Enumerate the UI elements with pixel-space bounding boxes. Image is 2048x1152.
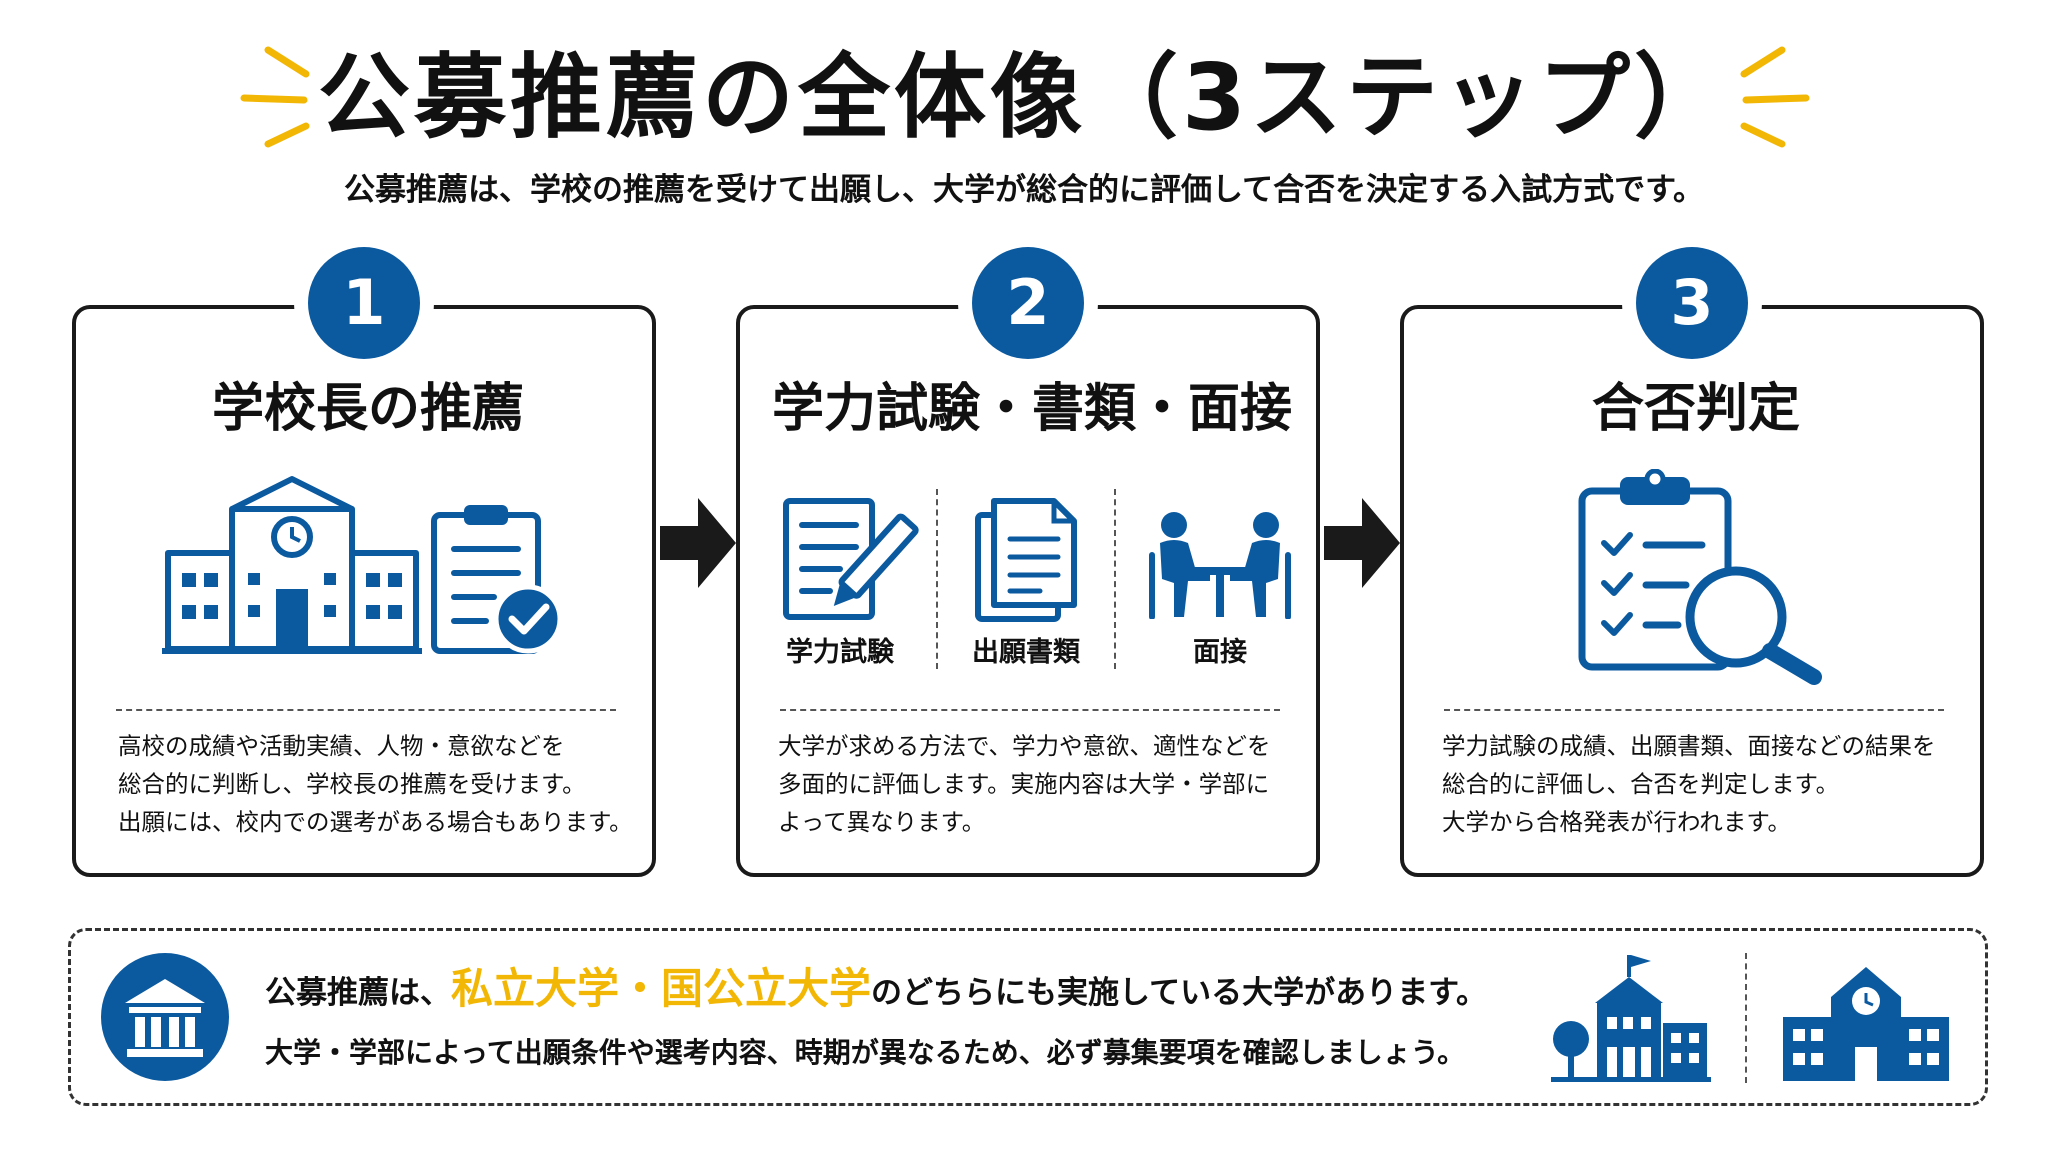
step-title: 合否判定 (1591, 379, 1800, 439)
info-note-box: 公募推薦は、私立大学・国公立大学のどちらにも実施している大学があります。 大学・… (68, 928, 1988, 1106)
interview-icon (1149, 512, 1291, 619)
note-line-1: 公募推薦は、私立大学・国公立大学のどちらにも実施している大学があります。 (265, 964, 1487, 1013)
step-description: 学力試験の成績、出願書類、面接などの結果を 総合的に評価し、合否を判定します。 … (1442, 732, 1936, 836)
note-highlight: 私立大学・国公立大学 (451, 964, 872, 1013)
step-card-3: 合否判定 学力試験の成績、出願書類、面接などの結果を 総合的に評価し、合否を判定… (1400, 305, 1984, 877)
step-number-badge-1: 1 (308, 247, 420, 359)
step-card-2: 学力試験・書類・面接 (736, 305, 1320, 877)
divider (1745, 953, 1747, 1083)
right-spark-icon (1740, 46, 1810, 148)
exam-pen-icon (783, 498, 919, 620)
step-number-badge-3: 3 (1636, 247, 1748, 359)
divider (1114, 489, 1116, 669)
item-label-documents: 出願書類 (972, 637, 1080, 668)
arrow-right-icon (1324, 498, 1400, 588)
page-subtitle: 公募推薦は、学校の推薦を受けて出願し、大学が総合的に評価して合否を決定する入試方… (344, 172, 1704, 208)
divider (116, 709, 616, 711)
left-spark-icon (240, 46, 310, 148)
step-card-1: 学校長の推薦 (72, 305, 656, 877)
clipboard-check-icon (431, 505, 563, 654)
divider (780, 709, 1280, 711)
step-description: 高校の成績や活動実績、人物・意欲などを 総合的に判断し、学校長の推薦を受けます。… (118, 732, 633, 836)
step-title: 学校長の推薦 (211, 379, 524, 439)
private-school-icon (1551, 955, 1711, 1082)
step-title: 学力試験・書類・面接 (771, 379, 1292, 439)
university-building-icon (101, 953, 229, 1081)
school-building-icon (162, 476, 422, 654)
arrow-right-icon (660, 498, 736, 588)
checklist-magnifier-icon (1578, 469, 1822, 685)
item-label-exam: 学力試験 (786, 637, 894, 668)
divider (1444, 709, 1944, 711)
public-school-icon (1783, 967, 1949, 1081)
step-number-badge-2: 2 (972, 247, 1084, 359)
divider (936, 489, 938, 669)
note-line-2: 大学・学部によって出願条件や選考内容、時期が異なるため、必ず募集要項を確認しまし… (265, 1036, 1466, 1069)
item-label-interview: 面接 (1193, 637, 1247, 668)
page-title: 公募推薦の全体像（3ステップ） (317, 44, 1730, 151)
documents-icon (975, 498, 1077, 622)
step-description: 大学が求める方法で、学力や意欲、適性などを 多面的に評価します。実施内容は大学・… (778, 732, 1271, 836)
